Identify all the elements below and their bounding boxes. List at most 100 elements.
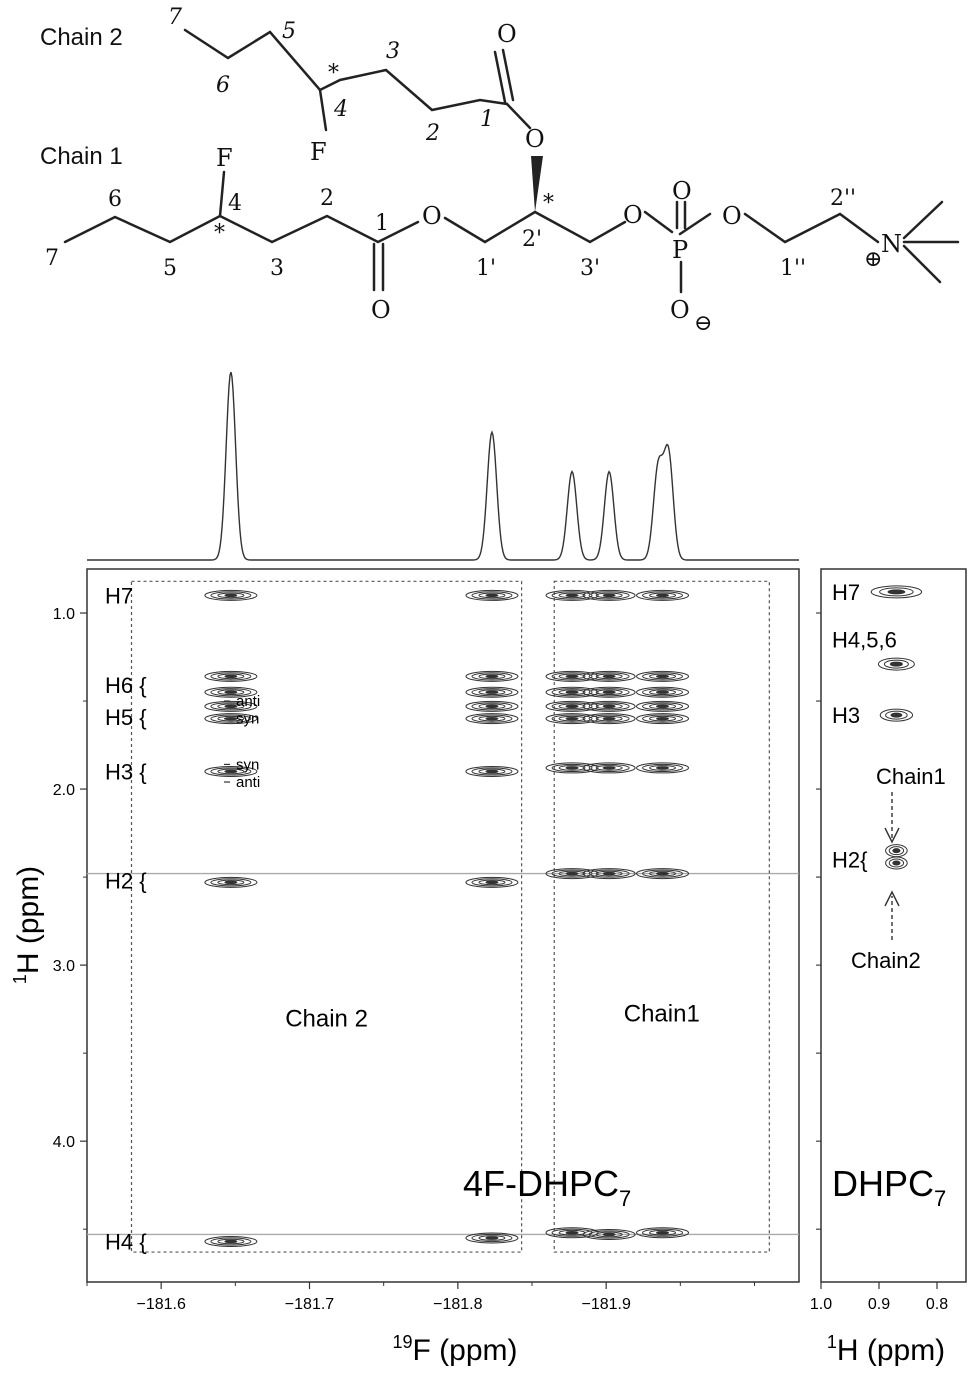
cross-peak — [545, 1227, 599, 1239]
row-label: H4 { — [105, 1230, 147, 1255]
chain1-number: 6 — [108, 187, 122, 212]
side-compound-label: DHPC7 — [832, 1163, 946, 1211]
x-axis-label-unit: (ppm) — [431, 1334, 518, 1367]
cross-peak — [582, 686, 636, 698]
cross-peak — [465, 876, 519, 888]
chain2-number: 5 — [282, 19, 296, 44]
molecule-labels: Chain 2 Chain 1 O O F F O O O O O P O O … — [40, 5, 902, 336]
chain2-number: 3 — [386, 39, 400, 64]
side-compound-main: DHPC — [832, 1163, 934, 1204]
chain1-number: 3 — [270, 256, 284, 281]
chain1-number: 4 — [228, 191, 242, 216]
side-compound-sub: 7 — [934, 1186, 946, 1211]
atom-label: N — [881, 230, 902, 258]
x-tick-label: −181.6 — [136, 1296, 185, 1313]
cross-peak — [545, 762, 599, 774]
chain1-number: 2 — [320, 186, 334, 211]
side-annotation-chain2: Chain2 — [851, 948, 921, 973]
region-label: Chain 2 — [285, 1006, 368, 1033]
atom-label: P — [672, 236, 688, 264]
region-box — [130, 580, 523, 1253]
atom-label: O — [525, 125, 545, 153]
cross-peak — [636, 868, 690, 880]
cross-peak — [545, 868, 599, 880]
compound-label: 4F-DHPC7 — [463, 1163, 631, 1211]
chain2-number: 2 — [425, 121, 440, 146]
cross-peak — [582, 762, 636, 774]
y-axis-label: 1H (ppm) — [10, 866, 45, 984]
side-row-label: H4,5,6 — [832, 627, 897, 652]
compound-label-main: 4F-DHPC — [463, 1163, 619, 1204]
projection-trace — [87, 371, 799, 561]
chain2-number: 1 — [480, 107, 494, 132]
main-plot-frame — [86, 568, 800, 1283]
cross-peak — [582, 1228, 636, 1240]
row-label: H3 { — [105, 759, 147, 784]
cross-peak — [582, 713, 636, 725]
cross-peak — [582, 868, 636, 880]
stereo-mark: * — [214, 221, 225, 246]
backbone-number: 1' — [476, 256, 496, 281]
y-axis-label-main: H — [12, 953, 45, 975]
atom-label: O — [422, 202, 442, 230]
cross-peak — [545, 700, 599, 712]
cross-peak — [582, 700, 636, 712]
side-x-label-main: H — [837, 1334, 859, 1367]
projection-spectrum — [87, 371, 799, 561]
chain2-label: Chain 2 — [40, 24, 123, 51]
chain1-number: 7 — [45, 246, 59, 271]
cross-peak — [545, 713, 599, 725]
side-cross-peak — [885, 844, 908, 858]
atom-label: O — [672, 177, 692, 205]
y-tick-label: 4.0 — [53, 1134, 75, 1151]
chain1-number: 5 — [163, 256, 177, 281]
chain2-number: 7 — [168, 5, 182, 30]
chain1-label: Chain 1 — [40, 143, 123, 170]
x-axis-label-sup: 19 — [392, 1332, 412, 1352]
stereo-mark: * — [328, 61, 339, 86]
chain2-number: 6 — [216, 73, 230, 98]
chain-arrows — [884, 792, 900, 940]
x-tick-label: −181.7 — [285, 1296, 334, 1313]
side-row-label: H3 — [832, 703, 860, 728]
side-x-axis-label: 1H (ppm) — [827, 1332, 945, 1367]
chain1-number: 1 — [375, 211, 389, 236]
side-cross-peak — [885, 856, 908, 870]
side-x-tick-label: 0.8 — [926, 1296, 948, 1313]
side-cross-peak — [870, 585, 923, 599]
backbone-number: 3' — [580, 256, 600, 281]
side-x-label-unit: (ppm) — [859, 1334, 946, 1367]
cross-peak — [465, 670, 519, 682]
cross-peak — [465, 713, 519, 725]
x-tick-label: −181.9 — [581, 1296, 630, 1313]
minus-sign: ⊖ — [694, 311, 712, 336]
region-label: Chain1 — [624, 1000, 700, 1027]
cross-peak — [582, 589, 636, 601]
cross-peak — [204, 670, 258, 682]
cross-peak — [545, 589, 599, 601]
cross-peak — [636, 1227, 690, 1239]
cross-peak — [636, 762, 690, 774]
atom-label: O — [371, 296, 391, 324]
stereo-note: anti — [236, 774, 260, 791]
cross-peak — [204, 686, 258, 698]
row-label: H6 { — [105, 673, 147, 698]
cross-peak — [636, 670, 690, 682]
cross-peak — [204, 589, 258, 601]
side-cross-peak — [879, 708, 914, 722]
backbone-number: 1'' — [780, 256, 806, 281]
atom-label: F — [216, 144, 233, 172]
cross-peak — [582, 670, 636, 682]
atom-label: O — [722, 202, 742, 230]
y-axis-label-unit: (ppm) — [12, 866, 45, 953]
backbone-number: 2' — [522, 227, 542, 252]
plus-sign: ⊕ — [864, 247, 882, 272]
cross-peak — [465, 765, 519, 777]
y-tick-label: 3.0 — [53, 958, 75, 975]
x-axis-label-main: F — [413, 1334, 431, 1367]
side-x-tick-label: 0.9 — [868, 1296, 890, 1313]
y-tick-label: 1.0 — [53, 606, 75, 623]
cross-peak — [545, 670, 599, 682]
y-tick-label: 2.0 — [53, 782, 75, 799]
